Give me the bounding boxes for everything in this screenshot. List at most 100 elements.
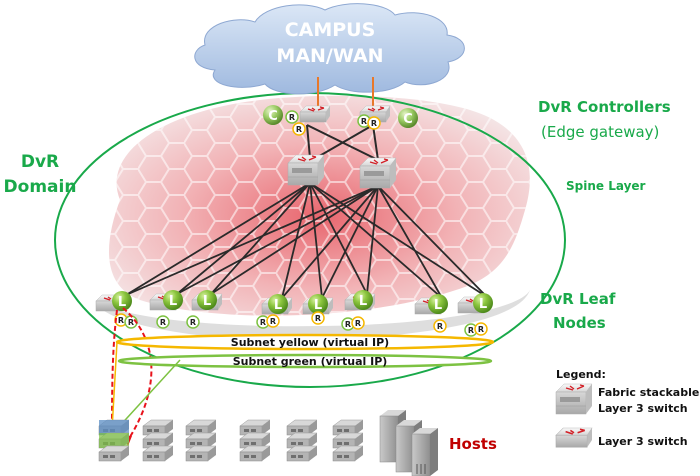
svg-text:L: L — [434, 298, 442, 313]
spine-leaf-link — [309, 182, 488, 298]
spine-leaf-link — [281, 182, 311, 299]
host-server-icon — [98, 419, 130, 436]
leaf-badge: L — [197, 290, 217, 310]
svg-text:C: C — [268, 109, 278, 124]
spine-leaf-link — [309, 182, 443, 299]
tower-servers[interactable] — [379, 410, 438, 476]
host-stack[interactable] — [239, 419, 271, 462]
leaf-node[interactable]: LR — [186, 290, 223, 329]
host-stack[interactable] — [332, 419, 364, 462]
svg-text:L: L — [314, 298, 322, 313]
leaf-badge: L — [112, 291, 132, 311]
spine-layer-label: Spine Layer — [566, 179, 646, 193]
svg-text:R: R — [371, 119, 377, 128]
svg-text:R: R — [128, 318, 134, 327]
legend: Legend: Fabric stackable Layer 3 switch … — [555, 368, 699, 448]
spine-leaf-link — [281, 185, 379, 299]
router-badge: R — [292, 122, 306, 136]
controllers-sublabel: (Edge gateway) — [541, 123, 659, 141]
svg-text:R: R — [190, 318, 196, 327]
leaf-label-line2: Nodes — [553, 314, 606, 332]
leaf-badge: L — [428, 294, 448, 314]
spine-leaf-link — [176, 185, 379, 295]
svg-text:R: R — [468, 326, 474, 335]
spine-leaf-link — [309, 182, 323, 299]
controller-badge-left[interactable]: C — [263, 105, 283, 125]
subnet-green-label: Subnet green (virtual IP) — [233, 355, 388, 368]
legend-title: Legend: — [556, 368, 606, 381]
cloud-label-line2: MAN/WAN — [276, 45, 383, 67]
host-stack[interactable] — [98, 419, 130, 462]
spine-leaf-link — [377, 185, 443, 299]
leaf-badge: L — [163, 290, 183, 310]
router-badge: R — [186, 315, 200, 329]
spine-leaf-link — [366, 185, 379, 295]
svg-text:L: L — [274, 298, 282, 313]
svg-text:R: R — [361, 117, 367, 126]
svg-text:L: L — [169, 294, 177, 309]
svg-text:R: R — [289, 113, 295, 122]
spine-switch-right[interactable] — [359, 157, 397, 189]
svg-text:R: R — [355, 319, 361, 328]
layer3-switch-icon — [555, 427, 593, 448]
controller-switch-left[interactable] — [299, 105, 331, 123]
hosts-label: Hosts — [449, 435, 497, 453]
host-stack[interactable] — [286, 419, 318, 462]
spine-leaf-link — [210, 185, 379, 295]
svg-text:R: R — [260, 318, 266, 327]
subnet-yellow-ring: Subnet yellow (virtual IP) — [111, 333, 495, 431]
host-group — [98, 419, 364, 462]
router-badge: R — [311, 311, 325, 325]
domain-label-line1: DvR — [21, 152, 59, 172]
router-badge: R — [433, 319, 447, 333]
svg-text:C: C — [403, 112, 413, 127]
host-stack[interactable] — [142, 419, 174, 462]
svg-text:L: L — [359, 294, 367, 309]
svg-text:R: R — [478, 325, 484, 334]
leaf-node[interactable]: LR — [302, 294, 334, 325]
spine-leaf-link — [210, 182, 311, 295]
campus-cloud[interactable]: CAMPUS MAN/WAN — [194, 3, 465, 95]
controller-spine-links — [306, 124, 379, 161]
spine-leaf-link — [176, 182, 311, 295]
spine-leaf-link — [309, 182, 368, 295]
subnet-yellow-label: Subnet yellow (virtual IP) — [231, 336, 389, 349]
leaf-badge: L — [268, 294, 288, 314]
leaf-node[interactable]: LR — [414, 294, 448, 333]
router-badge: R — [266, 314, 280, 328]
svg-text:L: L — [203, 294, 211, 309]
spine-leaf-link — [125, 182, 311, 296]
svg-text:R: R — [160, 318, 166, 327]
controllers-label: DvR Controllers — [538, 98, 671, 116]
leaf-node[interactable]: LR — [149, 290, 183, 329]
router-badge: R — [156, 315, 170, 329]
leaf-badge: L — [353, 290, 373, 310]
host-stack[interactable] — [185, 419, 217, 462]
svg-text:R: R — [270, 317, 276, 326]
svg-text:L: L — [479, 297, 487, 312]
controller-badge-right[interactable]: C — [398, 108, 418, 128]
subnet-green-ring: Subnet green (virtual IP) — [115, 353, 493, 431]
spine-leaf-link — [321, 185, 379, 299]
legend-item-fabric-line2: Layer 3 switch — [598, 402, 688, 415]
spine-switch-left[interactable] — [287, 154, 325, 186]
svg-text:R: R — [118, 316, 124, 325]
leaf-label-line1: DvR Leaf — [540, 290, 616, 308]
svg-text:R: R — [345, 320, 351, 329]
domain-label-line2: Domain — [4, 177, 77, 197]
svg-text:R: R — [437, 322, 443, 331]
fabric-stackable-switch-icon — [555, 383, 593, 415]
svg-text:R: R — [315, 314, 321, 323]
svg-text:L: L — [118, 295, 126, 310]
leaf-badge: L — [473, 293, 493, 313]
spine-leaf-links — [125, 182, 488, 299]
router-badge: R — [351, 316, 365, 330]
spine-leaf-link — [125, 185, 379, 296]
legend-item-fabric-line1: Fabric stackable — [598, 386, 699, 399]
fabric-mesh — [97, 95, 530, 341]
